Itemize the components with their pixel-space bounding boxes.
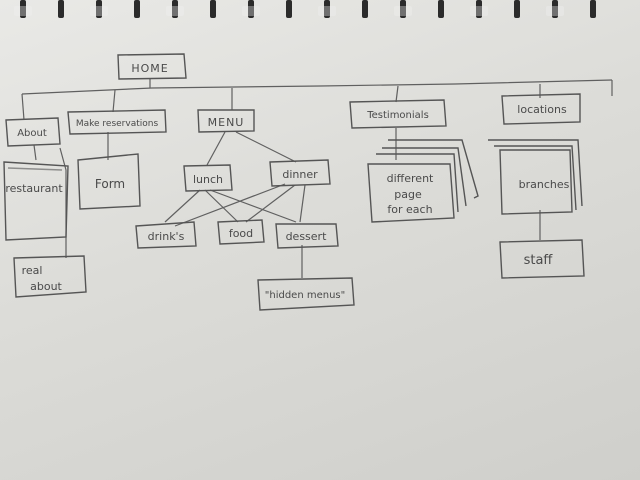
real-about-node: real about xyxy=(13,255,87,298)
about-label: About xyxy=(17,128,47,139)
about-node: About xyxy=(5,117,61,147)
testimonials-node: Testimonials xyxy=(349,99,447,129)
staff-node: staff xyxy=(499,239,585,279)
diff-line2: page xyxy=(394,188,422,201)
locations-node: locations xyxy=(501,93,581,125)
testimonial-pages-stack: different page for each xyxy=(367,139,479,223)
dinner-label: dinner xyxy=(282,168,318,181)
hidden-menus-node: "hidden menus" xyxy=(257,277,355,311)
form-label: Form xyxy=(95,177,125,191)
locations-label: locations xyxy=(517,103,567,116)
branches-node: branches xyxy=(488,139,583,215)
drinks-node: drink's xyxy=(135,221,197,249)
spiral-binding xyxy=(14,0,596,18)
reservations-node: Make reservations xyxy=(67,109,167,135)
reservations-label: Make reservations xyxy=(76,119,159,129)
dessert-label: dessert xyxy=(286,230,328,243)
dinner-node: dinner xyxy=(269,159,331,187)
menu-label: MENU xyxy=(208,116,245,129)
lunch-node: lunch xyxy=(183,164,233,192)
food-node: food xyxy=(217,219,265,245)
staff-label: staff xyxy=(524,253,554,268)
menu-node: MENU xyxy=(197,109,255,133)
home-label: HOME xyxy=(131,62,168,75)
branches-label: branches xyxy=(519,178,570,191)
diff-line3: for each xyxy=(387,203,432,216)
home-node: HOME xyxy=(117,53,187,80)
lunch-label: lunch xyxy=(193,173,223,186)
hidden-menus-label: "hidden menus" xyxy=(265,290,345,301)
drinks-label: drink's xyxy=(148,230,185,243)
form-node: Form xyxy=(77,153,141,210)
connector-lines xyxy=(21,78,613,278)
food-label: food xyxy=(229,227,253,240)
real-about-line1: real xyxy=(22,264,43,277)
dessert-node: dessert xyxy=(275,223,339,249)
testimonials-label: Testimonials xyxy=(366,110,429,121)
restaurant-label: restaurant xyxy=(5,182,63,195)
real-about-line2: about xyxy=(30,280,62,293)
diff-line1: different xyxy=(387,172,434,185)
restaurant-node: restaurant xyxy=(3,161,69,241)
